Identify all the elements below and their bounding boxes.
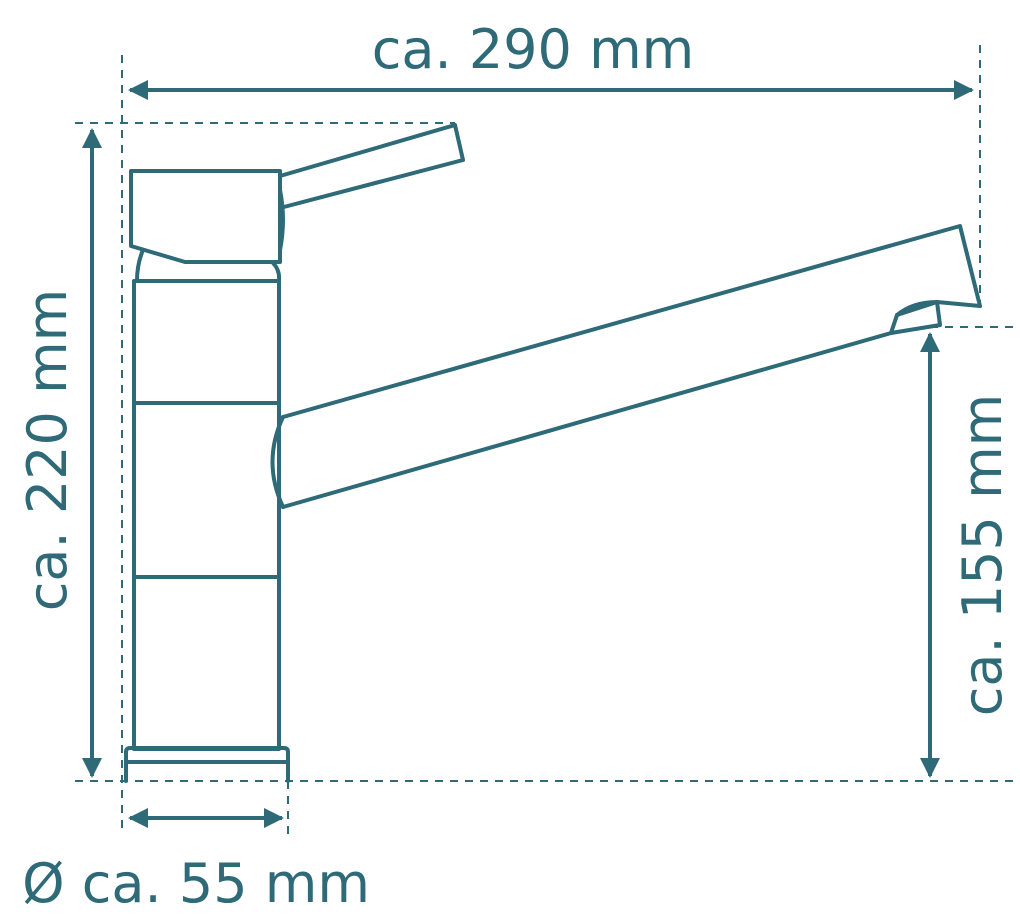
width-label: ca. 290 mm	[372, 18, 695, 81]
faucet-aerator	[889, 300, 942, 335]
dimension-arrows	[82, 80, 974, 828]
height-label: ca. 220 mm	[16, 289, 79, 612]
faucet-base	[124, 746, 290, 783]
spout-height-label: ca. 155 mm	[951, 394, 1014, 717]
faucet-lever-handle	[278, 123, 465, 210]
faucet-body-lower	[132, 575, 281, 751]
faucet-handle-cap	[129, 169, 282, 264]
faucet-body-middle	[132, 401, 281, 579]
faucet-spout-joint	[270, 415, 285, 509]
faucet-spout	[281, 224, 982, 509]
base-diameter-label: Ø ca. 55 mm	[22, 852, 370, 915]
faucet-body-upper	[132, 279, 281, 405]
dashed-reference-lines	[75, 45, 1018, 838]
faucet-handle-cap-bulge	[278, 188, 285, 252]
faucet-outline	[124, 123, 982, 783]
